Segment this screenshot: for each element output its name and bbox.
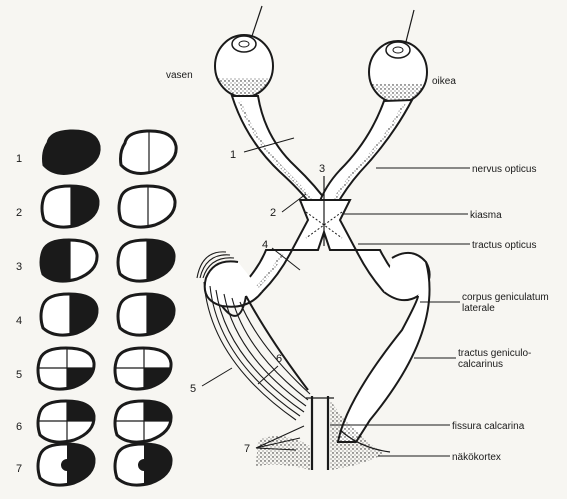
left-lgn bbox=[205, 261, 262, 306]
left-eye bbox=[214, 35, 274, 103]
row-number: 7 bbox=[16, 463, 22, 475]
lgn-label-line2: laterale bbox=[462, 303, 495, 314]
field-2-right bbox=[119, 186, 175, 227]
calcarine-fissure bbox=[312, 396, 328, 470]
lgn-label-line1: corpus geniculatum bbox=[462, 292, 549, 303]
chiasm-label: kiasma bbox=[470, 210, 502, 221]
right-eye bbox=[368, 41, 428, 109]
field-4-right bbox=[118, 294, 174, 335]
row-number: 5 bbox=[16, 369, 22, 381]
row-number: 6 bbox=[16, 421, 22, 433]
row-number: 1 bbox=[16, 153, 22, 165]
lesion-marker-2: 2 bbox=[270, 207, 276, 219]
visual-cortex-label: näkökortex bbox=[452, 452, 501, 463]
radiation-label-line2: calcarinus bbox=[458, 359, 503, 370]
lesion-marker-7: 7 bbox=[244, 443, 250, 455]
lesion-marker-1: 1 bbox=[230, 149, 236, 161]
row-number: 3 bbox=[16, 261, 22, 273]
lesion-marker-3: 3 bbox=[319, 163, 325, 175]
visual-field-panels: 1 2 3 4 bbox=[16, 131, 176, 485]
field-5-left bbox=[37, 348, 95, 389]
row-number: 2 bbox=[16, 207, 22, 219]
field-2-left bbox=[42, 186, 98, 227]
right-eye-label: oikea bbox=[432, 76, 456, 87]
lesion-marker-4: 4 bbox=[262, 239, 268, 251]
lesion-marker-6: 6 bbox=[276, 353, 282, 365]
field-3-left bbox=[41, 240, 97, 282]
lesion-5-pointer bbox=[202, 368, 232, 386]
field-6-left bbox=[37, 401, 95, 442]
field-6-right bbox=[114, 401, 172, 442]
optic-nerve-label: nervus opticus bbox=[472, 164, 536, 175]
lesion-marker-5: 5 bbox=[190, 383, 196, 395]
field-7-left bbox=[38, 444, 94, 485]
field-1-left bbox=[44, 131, 100, 174]
calcarine-label: fissura calcarina bbox=[452, 421, 525, 432]
field-4-left bbox=[41, 294, 97, 335]
field-3-right bbox=[118, 240, 174, 281]
row-number: 4 bbox=[16, 315, 22, 327]
radiation-label-line1: tractus geniculo- bbox=[458, 348, 531, 359]
field-1-right bbox=[121, 131, 177, 174]
visual-cortex bbox=[256, 436, 310, 470]
left-eye-label: vasen bbox=[166, 70, 193, 81]
optic-tract-label: tractus opticus bbox=[472, 240, 536, 251]
field-5-right bbox=[114, 348, 172, 389]
visual-pathway bbox=[197, 6, 470, 470]
field-7-right bbox=[115, 444, 171, 485]
